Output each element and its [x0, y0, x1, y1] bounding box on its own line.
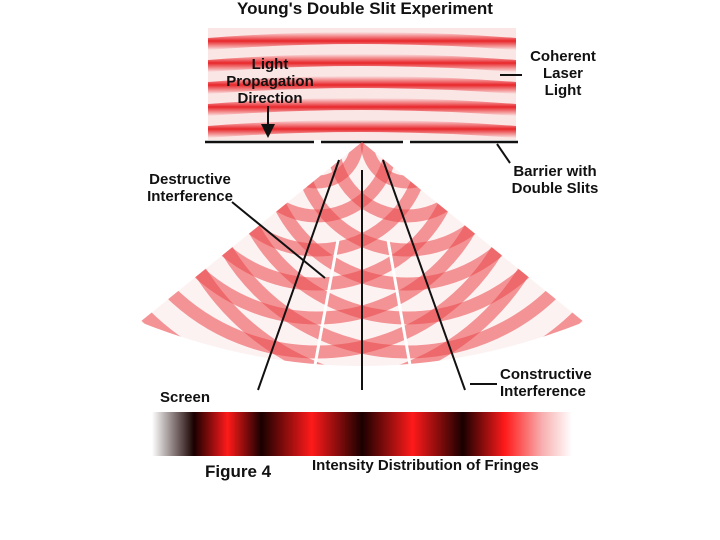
circular-wavefront [292, 142, 522, 257]
light-direction-label: Light Propagation Direction [226, 56, 314, 107]
fringes-caption: Intensity Distribution of Fringes [312, 457, 539, 474]
constructive-lines [313, 239, 412, 366]
circular-wavefront [236, 142, 398, 223]
plane-wavefront [208, 120, 516, 138]
circular-wavefront [360, 142, 454, 189]
plane-wavefront [208, 32, 516, 50]
constructive-label: Constructive Interference [500, 366, 592, 400]
circular-wavefront [168, 142, 466, 291]
coherent-laser-label: Coherent Laser Light [530, 48, 596, 99]
coherent-laser-wavefronts [208, 28, 516, 140]
circular-wavefront [140, 142, 500, 325]
plane-wavefront [208, 54, 516, 72]
circular-wavefront [326, 142, 488, 223]
figure-label: Figure 4 [205, 462, 272, 481]
plane-wavefront [208, 76, 516, 94]
circular-wavefront [202, 142, 432, 257]
circular-wavefront [258, 142, 556, 291]
destructive-label: Destructive Interference [147, 171, 233, 205]
diagram-title: Young's Double Slit Experiment [237, 0, 493, 18]
screen-label: Screen [160, 389, 211, 406]
pointer-lines [231, 74, 522, 391]
plane-wavefront [208, 98, 516, 116]
circular-wavefront [224, 142, 584, 325]
barrier-label: Barrier with Double Slits [511, 163, 599, 197]
circular-wavefront [270, 142, 364, 189]
fringe-intensity-bar [152, 412, 572, 456]
